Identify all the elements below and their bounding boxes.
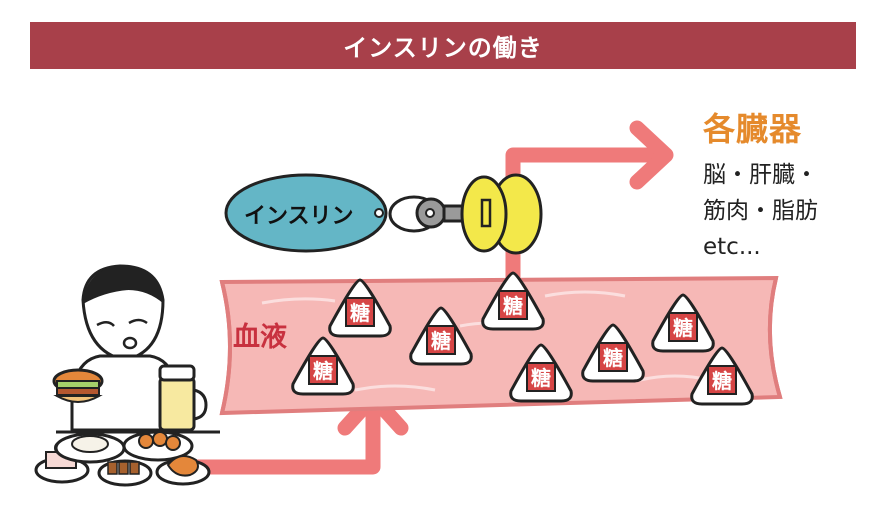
insulin-label: インスリン — [244, 204, 354, 229]
sugar-onigiri: 糖 — [409, 306, 473, 366]
header-band: インスリンの働き — [30, 22, 856, 69]
organs-line-2: 筋肉・脂肪 — [703, 198, 818, 224]
person-eating-illustration — [34, 264, 220, 487]
sugar-label: 糖 — [313, 359, 333, 383]
sugar-onigiri: 糖 — [328, 278, 392, 338]
lock-icon — [460, 173, 543, 255]
organs-list: 脳・肝臓・ 筋肉・脂肪 etc... — [703, 157, 818, 265]
sugar-onigiri: 糖 — [509, 343, 573, 403]
sugar-label: 糖 — [431, 329, 451, 353]
sugar-onigiri: 糖 — [651, 293, 715, 353]
insulin-molecule — [224, 173, 388, 253]
sugar-label: 糖 — [603, 346, 623, 370]
sugar-label: 糖 — [673, 316, 693, 340]
sugar-label: 糖 — [712, 369, 732, 393]
sugar-onigiri: 糖 — [481, 271, 545, 331]
page-title: インスリンの働き — [343, 34, 543, 62]
sugar-label: 糖 — [531, 366, 551, 390]
blood-label: 血液 — [233, 322, 287, 353]
sugar-molecules: 糖糖糖糖糖糖糖糖 — [291, 271, 754, 406]
sugar-label: 糖 — [350, 301, 370, 325]
sugar-onigiri: 糖 — [581, 323, 645, 383]
organs-line-3: etc... — [703, 234, 761, 260]
organs-title: 各臓器 — [703, 110, 803, 148]
sugar-onigiri: 糖 — [690, 346, 754, 406]
sugar-onigiri: 糖 — [291, 336, 355, 396]
organs-line-1: 脳・肝臓・ — [703, 162, 818, 188]
sugar-label: 糖 — [503, 294, 523, 318]
